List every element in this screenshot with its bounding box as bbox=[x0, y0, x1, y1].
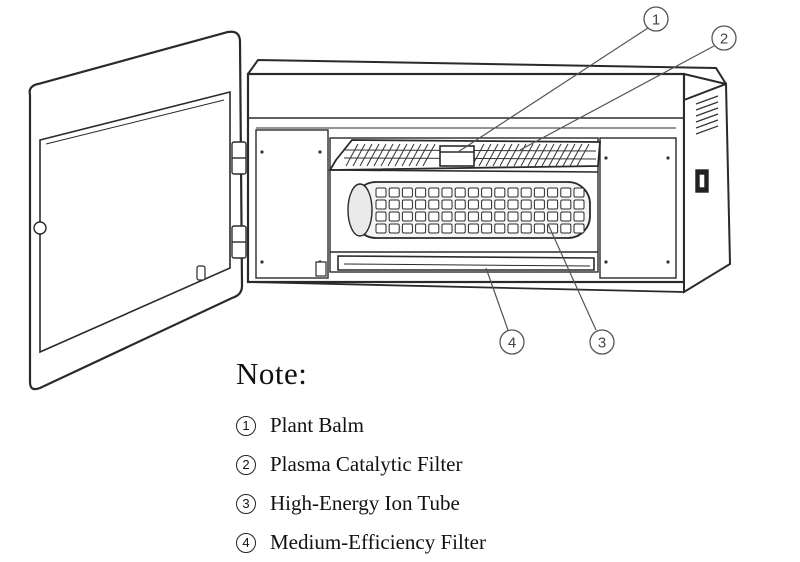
svg-text:4: 4 bbox=[508, 335, 516, 352]
leader-lines bbox=[457, 27, 715, 331]
side-vent bbox=[695, 95, 719, 135]
legend-item: 1 Plant Balm bbox=[236, 406, 486, 445]
legend-label: Plasma Catalytic Filter bbox=[270, 452, 463, 476]
callout-4: 4 bbox=[499, 329, 525, 355]
svg-text:3: 3 bbox=[598, 335, 606, 352]
note-title: Note: bbox=[236, 356, 308, 391]
svg-text:1: 1 bbox=[652, 12, 660, 29]
svg-text:2: 2 bbox=[720, 31, 728, 48]
door-hinges bbox=[231, 141, 247, 259]
legend-number: 4 bbox=[236, 532, 256, 553]
legend: 1 Plant Balm 2 Plasma Catalytic Filter 3… bbox=[236, 406, 486, 562]
legend-item: 4 Medium-Efficiency Filter bbox=[236, 523, 486, 562]
legend-item: 3 High-Energy Ion Tube bbox=[236, 484, 486, 523]
door-latch bbox=[196, 265, 206, 281]
legend-label: Plant Balm bbox=[270, 413, 364, 437]
legend-number: 2 bbox=[236, 454, 256, 475]
open-door bbox=[28, 30, 244, 391]
side-panels bbox=[255, 129, 677, 279]
plant-balm bbox=[439, 145, 475, 167]
inner-cavity bbox=[329, 137, 599, 273]
power-switch bbox=[695, 169, 709, 193]
medium-efficiency-filter bbox=[315, 255, 595, 277]
callout-2: 2 bbox=[711, 25, 737, 51]
callout-1: 1 bbox=[643, 6, 669, 32]
legend-number: 3 bbox=[236, 493, 256, 514]
door-knob bbox=[33, 221, 47, 235]
legend-label: High-Energy Ion Tube bbox=[270, 491, 460, 515]
legend-number: 1 bbox=[236, 415, 256, 436]
high-energy-ion-tube bbox=[347, 181, 591, 239]
legend-item: 2 Plasma Catalytic Filter bbox=[236, 445, 486, 484]
legend-label: Medium-Efficiency Filter bbox=[270, 530, 486, 554]
callout-3: 3 bbox=[589, 329, 615, 355]
